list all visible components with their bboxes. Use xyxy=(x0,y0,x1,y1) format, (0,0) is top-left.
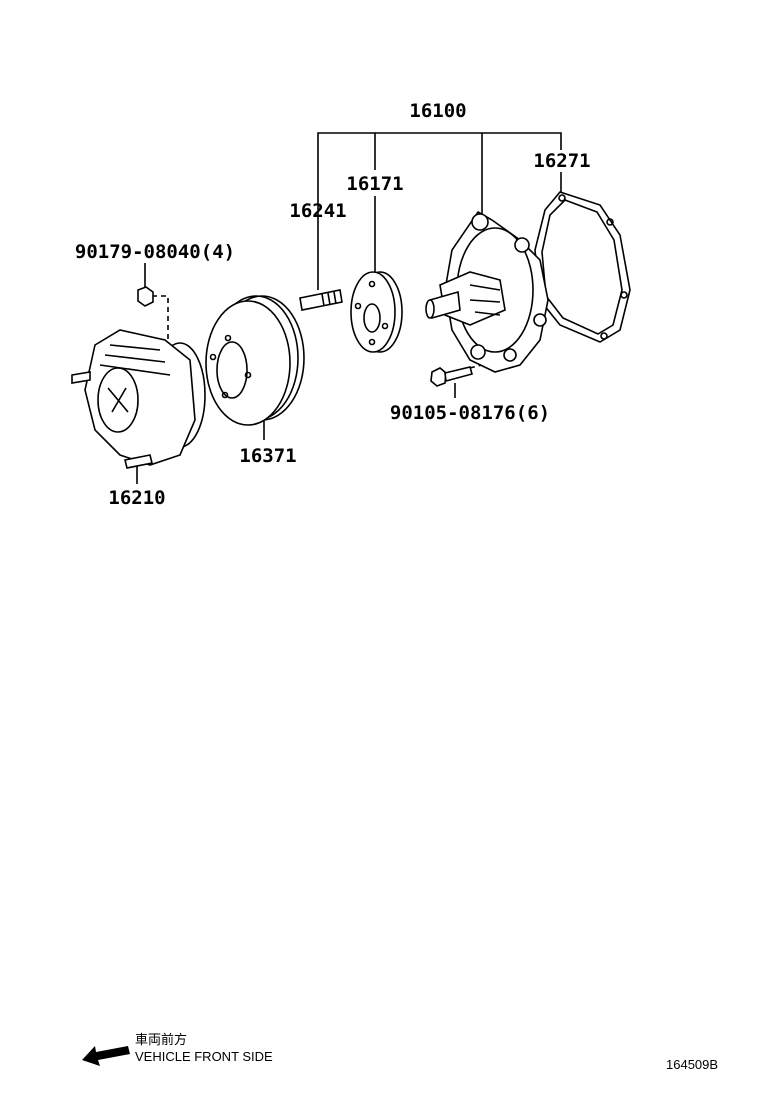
pulley-16371 xyxy=(205,295,305,426)
label-16100: 16100 xyxy=(409,100,466,122)
front-direction-arrow-icon xyxy=(82,1046,130,1066)
direction-label-en: VEHICLE FRONT SIDE xyxy=(135,1049,273,1064)
gasket-16271 xyxy=(534,191,631,343)
fan-clutch-16210 xyxy=(71,329,206,469)
illustration-id: 164509B xyxy=(666,1057,718,1072)
label-90179-08040: 90179-08040(4) xyxy=(75,241,235,263)
label-16171: 16171 xyxy=(346,173,403,195)
label-16271: 16271 xyxy=(533,150,590,172)
label-16241: 16241 xyxy=(289,200,346,222)
label-16371: 16371 xyxy=(239,445,296,467)
nut-90179-08040 xyxy=(137,286,154,307)
bolt-90105-08176 xyxy=(430,366,473,387)
label-16210: 16210 xyxy=(108,487,165,509)
hub-16171 xyxy=(350,271,403,353)
stud-16241 xyxy=(299,289,343,311)
label-90105-08176: 90105-08176(6) xyxy=(390,402,550,424)
water-pump-body xyxy=(425,210,549,373)
direction-label-jp: 車両前方 xyxy=(135,1032,187,1047)
